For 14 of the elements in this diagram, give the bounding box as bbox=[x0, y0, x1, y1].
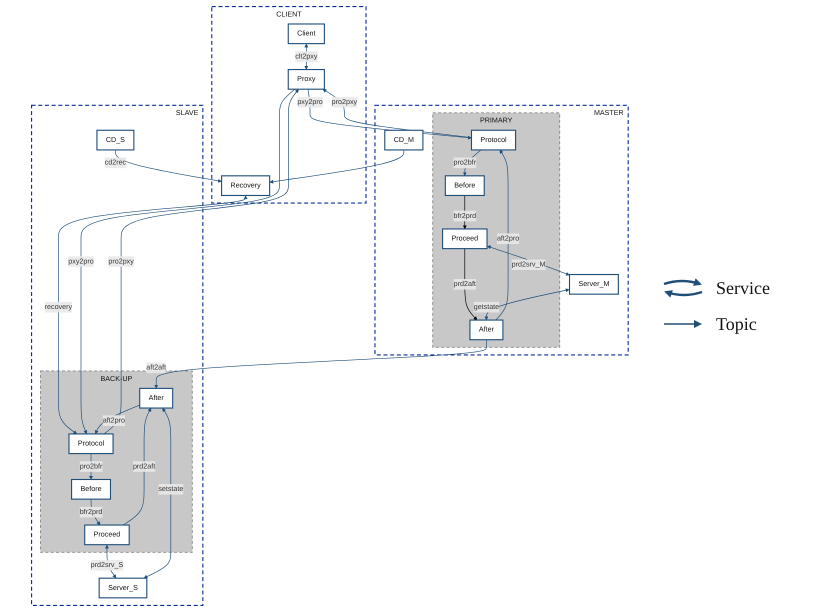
arrow bbox=[462, 195, 467, 230]
arrow bbox=[144, 408, 172, 578]
arrow bbox=[115, 150, 222, 183]
arrow bbox=[487, 245, 570, 276]
arrow bbox=[95, 404, 140, 434]
arrow bbox=[58, 195, 248, 434]
arrow bbox=[154, 339, 487, 389]
arrow bbox=[270, 150, 404, 184]
arrow bbox=[122, 408, 152, 526]
arrow bbox=[496, 150, 509, 320]
arrow bbox=[464, 248, 478, 320]
legend-label: Topic bbox=[716, 314, 757, 334]
legend-label: Service bbox=[716, 278, 770, 298]
arrow bbox=[304, 44, 308, 70]
